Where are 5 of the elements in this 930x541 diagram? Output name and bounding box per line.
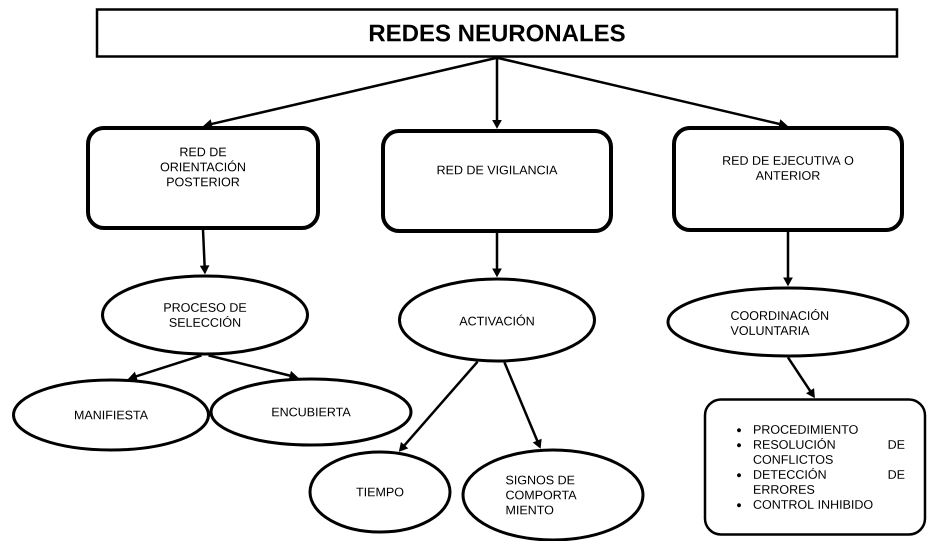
rounded-box: RED DE VIGILANCIA	[381, 129, 613, 233]
rounded-box: RED DE EJECUTIVA O ANTERIOR	[672, 126, 904, 232]
bullet-list-box: PROCEDIMIENTO RESOLUCIÓN DE CONFLICTOS DETECCIÓN DE ERRORES CONTROL INHIBIDO	[704, 398, 926, 536]
rounded-box: RED DE ORIENTACIÓN POSTERIOR	[86, 126, 320, 230]
title-box: REDES NEURONALES	[96, 8, 898, 58]
